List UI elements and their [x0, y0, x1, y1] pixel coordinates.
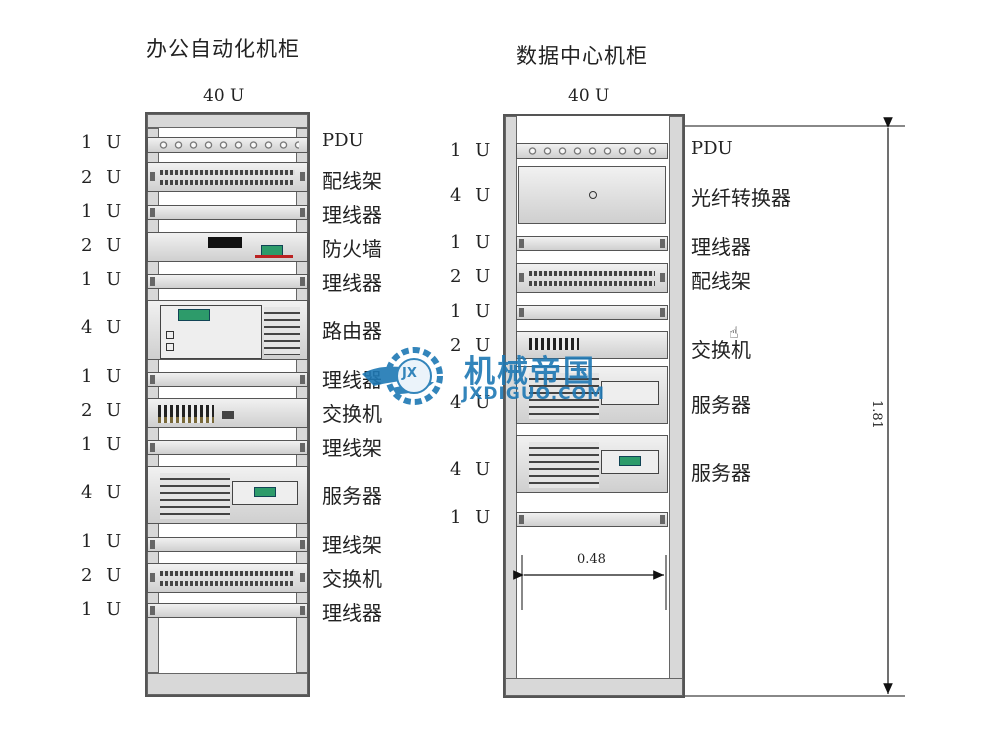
left-device-label: 理线器 [322, 271, 382, 295]
right-u-label: 2 U [450, 266, 495, 287]
left-unit-router [147, 300, 308, 360]
right-unit-pdu [516, 143, 668, 159]
right-device-label: 理线器 [691, 235, 751, 259]
left-unit-switch-2 [147, 563, 308, 593]
left-u-label: 2 U [81, 167, 126, 188]
left-u-label: 1 U [81, 366, 126, 387]
left-u-label: 1 U [81, 531, 126, 552]
left-unit-cable-rack-2 [147, 537, 308, 552]
left-device-label: 交换机 [322, 402, 382, 426]
left-unit-patch-panel [147, 162, 308, 192]
right-device-label: 交换机 [691, 338, 751, 362]
left-u-label: 1 U [81, 434, 126, 455]
right-unit-server-1 [516, 366, 668, 424]
right-device-label: 服务器 [691, 461, 751, 485]
width-dimension-value: 0.48 [577, 552, 606, 567]
left-u-label: 1 U [81, 599, 126, 620]
watermark: JX 机械帝国 JXDIGUO.COM [352, 338, 652, 416]
right-u-label: 4 U [450, 392, 495, 413]
right-u-label: 4 U [450, 459, 495, 480]
left-unit-cable-manager-4 [147, 603, 308, 618]
left-unit-cable-rack-1 [147, 440, 308, 455]
left-device-label: PDU [322, 130, 364, 151]
left-rack-capacity: 40 U [203, 86, 245, 106]
left-device-label: 理线架 [322, 436, 382, 460]
right-unit-blank-1 [516, 305, 668, 320]
left-device-label: 交换机 [322, 567, 382, 591]
left-u-label: 1 U [81, 269, 126, 290]
left-device-label: 服务器 [322, 484, 382, 508]
height-dimension-line [685, 117, 905, 697]
right-u-label: 1 U [450, 507, 495, 528]
right-u-label: 2 U [450, 335, 495, 356]
left-unit-pdu [147, 137, 308, 153]
right-unit-patch-panel [516, 263, 668, 293]
right-device-label: 服务器 [691, 393, 751, 417]
left-u-label: 2 U [81, 565, 126, 586]
left-device-label: 理线器 [322, 601, 382, 625]
right-device-label: PDU [691, 138, 733, 159]
left-unit-switch-1 [147, 398, 308, 428]
gear-wings-icon [362, 347, 443, 405]
right-u-label: 1 U [450, 301, 495, 322]
left-unit-firewall [147, 232, 308, 262]
right-u-label: 1 U [450, 140, 495, 161]
left-u-label: 1 U [81, 201, 126, 222]
left-unit-server [147, 466, 308, 524]
left-rack-top-bar [147, 114, 308, 128]
right-rack-bottom-bar [505, 678, 683, 696]
left-device-label: 理线架 [322, 533, 382, 557]
left-unit-cable-manager-3 [147, 372, 308, 387]
left-u-label: 4 U [81, 482, 126, 503]
left-unit-cable-manager-1 [147, 205, 308, 220]
left-device-label: 配线架 [322, 169, 382, 193]
width-dimension-line [513, 555, 667, 610]
right-unit-switch [516, 331, 668, 359]
left-u-label: 2 U [81, 235, 126, 256]
right-unit-cable-manager [516, 236, 668, 251]
hand-cursor-icon: ☝ [729, 323, 739, 342]
left-device-label: 路由器 [322, 319, 382, 343]
left-rack-title: 办公自动化机柜 [146, 37, 300, 61]
right-rack-title: 数据中心机柜 [516, 44, 648, 68]
right-unit-server-2 [516, 435, 668, 493]
left-u-label: 1 U [81, 132, 126, 153]
left-rack-bottom-bar [147, 673, 308, 695]
watermark-brand: 机械帝国 [464, 354, 596, 390]
right-u-label: 4 U [450, 185, 495, 206]
right-device-label: 光纤转换器 [691, 186, 791, 210]
right-unit-fiber-converter [518, 166, 666, 224]
left-unit-cable-manager-2 [147, 274, 308, 289]
left-device-label: 理线器 [322, 203, 382, 227]
right-rack-capacity: 40 U [568, 86, 610, 106]
right-device-label: 配线架 [691, 269, 751, 293]
right-u-label: 1 U [450, 232, 495, 253]
left-u-label: 2 U [81, 400, 126, 421]
height-dimension-value: 1.81 [869, 400, 884, 429]
watermark-url: JXDIGUO.COM [462, 384, 606, 404]
left-u-label: 4 U [81, 317, 126, 338]
watermark-emblem: JX [402, 366, 417, 381]
right-unit-blank-2 [516, 512, 668, 527]
left-device-label: 防火墙 [322, 237, 382, 261]
